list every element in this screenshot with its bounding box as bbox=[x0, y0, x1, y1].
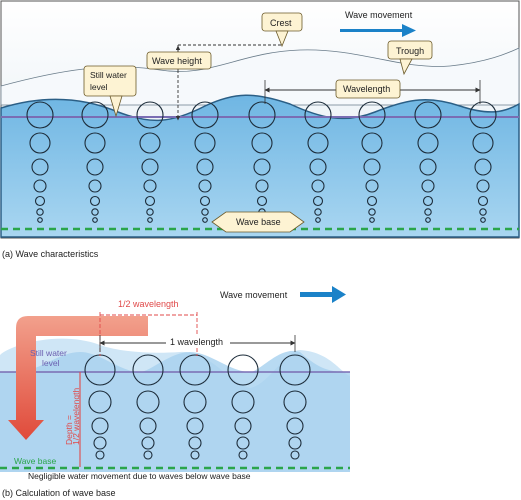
orbit-column bbox=[136, 101, 164, 223]
crest-label: Crest bbox=[270, 18, 292, 28]
one-wavelength-label-bg bbox=[166, 335, 230, 348]
orbit-column bbox=[469, 101, 497, 223]
half-wavelength-label: 1/2 wavelength bbox=[118, 299, 179, 309]
orbit-column bbox=[191, 101, 219, 223]
caption-b: (b) Calculation of wave base bbox=[2, 488, 116, 498]
wavelength-callout: Wavelength bbox=[335, 79, 401, 99]
wave-base-callout: Wave base bbox=[211, 211, 305, 233]
orbit-column bbox=[279, 354, 311, 460]
orbit-column bbox=[414, 101, 442, 223]
half-wavelength-to-depth-arrow bbox=[8, 316, 148, 440]
trough-callout: Trough bbox=[387, 40, 433, 76]
depth-label-1: Depth = bbox=[64, 415, 74, 445]
orbit-column bbox=[132, 354, 164, 460]
orbit-column bbox=[358, 101, 386, 223]
orbital-columns-b bbox=[84, 354, 311, 460]
water-surface-b bbox=[0, 350, 350, 472]
water-body bbox=[0, 94, 520, 238]
wave-movement-label-a: Wave movement bbox=[345, 10, 413, 20]
still-water-label-b-2: level bbox=[42, 358, 60, 368]
panel-b: 1/2 wavelength 1 wavelength Wave movemen… bbox=[0, 286, 350, 498]
orbit-column bbox=[304, 101, 332, 223]
wave-height-callout: Wave height bbox=[146, 51, 212, 70]
still-water-callout: Still water level bbox=[83, 65, 137, 118]
caption-a: (a) Wave characteristics bbox=[2, 249, 99, 259]
wave-height-label: Wave height bbox=[152, 56, 202, 66]
wave-movement-label-b: Wave movement bbox=[220, 290, 288, 300]
crest-callout: Crest bbox=[261, 12, 303, 48]
orbit-column bbox=[179, 354, 211, 460]
one-wavelength-label: 1 wavelength bbox=[170, 337, 223, 347]
still-water-label-a-1: Still water bbox=[90, 70, 127, 80]
orbit-column bbox=[81, 101, 109, 223]
orbit-column bbox=[26, 101, 54, 223]
panel-a: Wave movement Crest Trough Wave height bbox=[0, 0, 520, 259]
negligible-movement-note: Negligible water movement due to waves b… bbox=[28, 471, 251, 481]
trough-label: Trough bbox=[396, 46, 424, 56]
depth-label-2: 1/2 wavelength bbox=[71, 388, 81, 445]
wave-base-label-b: Wave base bbox=[14, 456, 56, 466]
wave-movement-arrow-a bbox=[340, 24, 416, 37]
still-water-label-a-2: level bbox=[90, 82, 108, 92]
wavelength-label: Wavelength bbox=[343, 84, 390, 94]
orbit-column bbox=[227, 354, 259, 460]
wave-movement-arrow-b bbox=[300, 286, 346, 303]
still-water-label-b-1: Still water bbox=[30, 348, 67, 358]
orbital-columns-a bbox=[26, 101, 497, 223]
wave-base-label-a: Wave base bbox=[236, 217, 281, 227]
